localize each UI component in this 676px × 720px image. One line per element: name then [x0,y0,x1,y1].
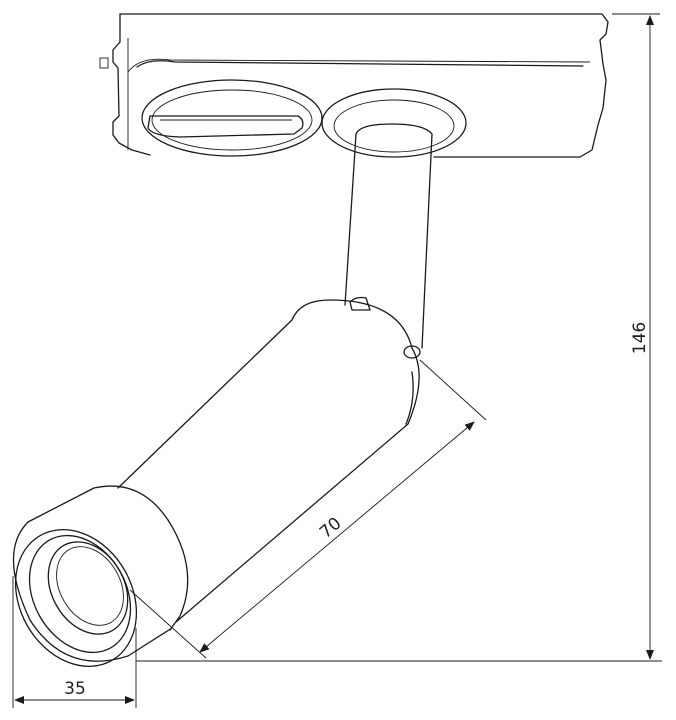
lamp-head [12,485,189,668]
height-label: 146 [630,322,650,354]
length-label: 70 [316,514,345,543]
pivot-disc [321,88,467,158]
diameter-label: 35 [64,679,86,699]
lamp-body [117,299,420,623]
track-adapter [99,13,609,158]
dimension-diameter: 35 [12,576,137,708]
dimension-height: 146 [136,13,662,662]
arm [344,123,433,359]
